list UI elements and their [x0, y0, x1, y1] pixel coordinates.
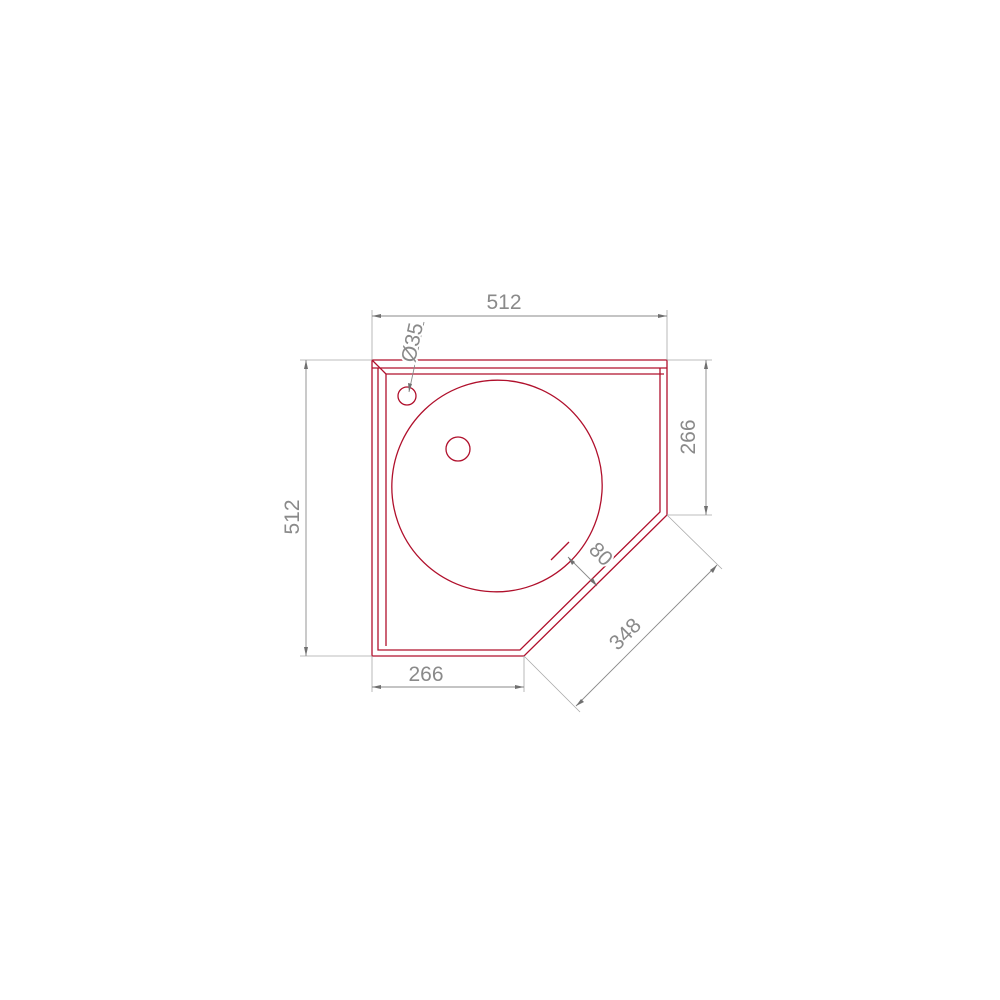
dimension-diagonal: 348	[523, 514, 723, 713]
dimension-hole-diameter: Ø35	[395, 319, 430, 393]
dimension-label-bottom: 266	[408, 663, 443, 686]
dimension-label-right: 266	[677, 419, 700, 454]
sink-outer-outline	[371, 359, 668, 657]
dimension-label-bowl-offset: 80	[584, 538, 617, 571]
rim-corner-line	[371, 359, 387, 375]
dimension-label-left: 512	[281, 499, 304, 534]
drain-hole	[445, 436, 471, 462]
overflow-slot	[550, 541, 570, 561]
inner-back-edge	[385, 373, 664, 646]
dimension-left-height: 512	[279, 359, 372, 657]
tap-hole	[397, 386, 417, 406]
sink-body	[371, 359, 668, 657]
dimension-label-diagonal: 348	[605, 614, 646, 655]
dimension-right-side: 266	[667, 359, 712, 516]
dimension-label-hole: Ø35	[397, 321, 428, 365]
sink-bowl	[391, 379, 603, 593]
dimension-top-width: 512	[371, 289, 668, 360]
dimension-bottom-side: 266	[371, 656, 525, 692]
dimension-label-top: 512	[486, 291, 521, 314]
inner-rim-outline	[377, 368, 661, 651]
